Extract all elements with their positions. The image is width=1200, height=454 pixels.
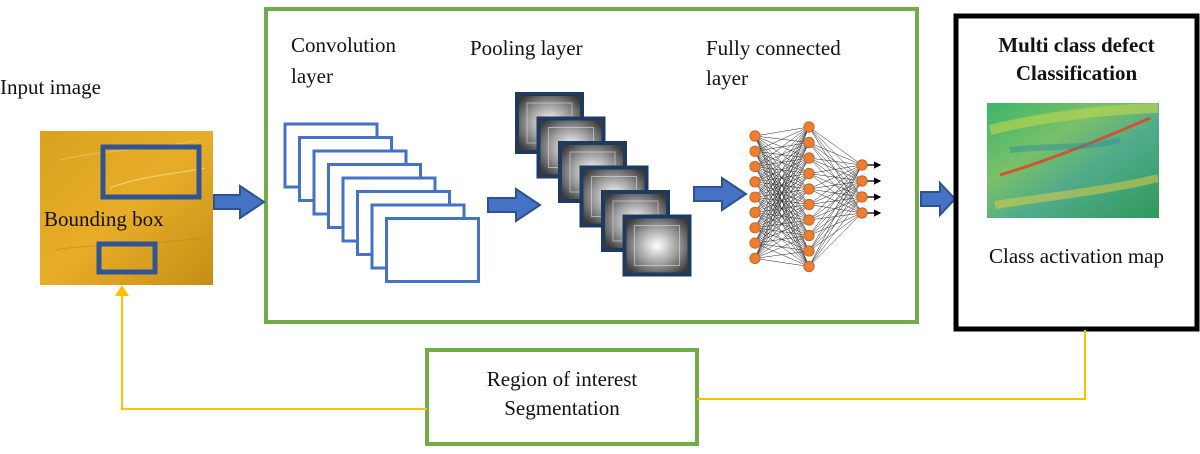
neuron xyxy=(803,152,815,164)
neuron xyxy=(749,145,761,157)
neuron xyxy=(803,121,815,133)
bounding-box-upper xyxy=(100,144,202,200)
arrow-input-to-cnn xyxy=(213,184,266,220)
neuron xyxy=(803,198,815,211)
fc-connections xyxy=(754,126,863,267)
fully-connected-network xyxy=(749,121,882,273)
input-image-label: Input image xyxy=(0,75,101,99)
neuron xyxy=(803,136,815,149)
neuron xyxy=(749,237,761,249)
convolution-feature-map xyxy=(385,217,480,283)
neuron xyxy=(803,167,815,180)
pooling-layer-label: Pooling layer xyxy=(470,36,583,60)
pooling-layer-stack xyxy=(515,92,692,277)
roi-segmentation-box xyxy=(425,348,699,446)
output-title-line2: Classification xyxy=(1015,61,1138,85)
arrow-cnn-to-output xyxy=(920,180,957,218)
neuron xyxy=(803,183,815,195)
bounding-box-label: Bounding box xyxy=(44,207,164,231)
neuron xyxy=(749,176,761,188)
neuron xyxy=(856,175,868,187)
feedback-line-output-to-roi xyxy=(697,330,1086,400)
neuron xyxy=(803,260,815,273)
bounding-box-lower xyxy=(96,241,158,275)
pooling-feature-map xyxy=(622,214,692,277)
fully-connected-label-line1: Fully connected xyxy=(706,36,841,60)
output-classification-box xyxy=(953,13,1200,332)
class-activation-map-caption: Class activation map xyxy=(989,244,1164,268)
feedback-arrowhead xyxy=(115,285,129,296)
neuron xyxy=(856,207,868,219)
output-title-line1: Multi class defect xyxy=(998,33,1155,57)
input-image xyxy=(40,131,213,285)
arrow-conv-to-pool xyxy=(487,187,542,223)
convolution-layer-stack xyxy=(283,122,480,283)
convolution-layer-label-line2: layer xyxy=(291,64,333,88)
class-activation-map-image xyxy=(987,103,1159,218)
feedback-line-roi-to-input xyxy=(121,296,427,410)
neuron xyxy=(749,191,761,203)
neuron xyxy=(749,222,761,234)
neuron xyxy=(803,245,815,257)
roi-label-line2: Segmentation xyxy=(504,396,620,420)
arrow-pool-to-fc xyxy=(693,176,748,212)
neuron xyxy=(749,130,761,142)
neuron xyxy=(803,214,815,226)
convolution-layer-label-line1: Convolution xyxy=(291,33,397,57)
fully-connected-label-line2: layer xyxy=(706,66,748,90)
cnn-container xyxy=(264,7,919,324)
roi-label-line1: Region of interest xyxy=(486,367,638,391)
neuron xyxy=(803,229,815,242)
neuron xyxy=(856,191,868,203)
neuron xyxy=(749,252,761,264)
neuron xyxy=(749,161,761,173)
neuron xyxy=(749,206,761,219)
neuron xyxy=(856,159,868,171)
